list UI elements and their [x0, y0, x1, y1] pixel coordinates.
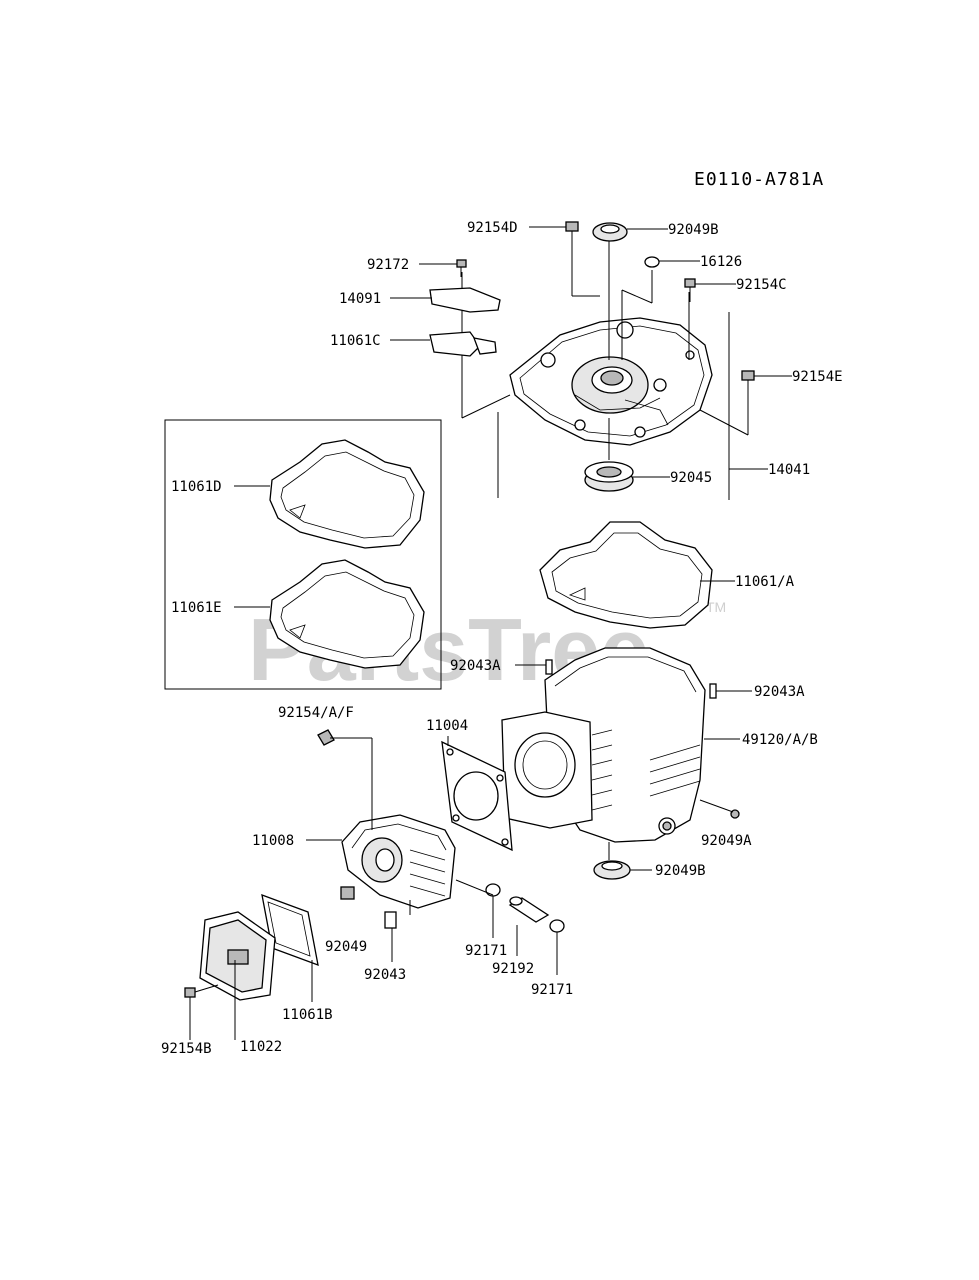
part-92049B-seal-bottom — [593, 860, 631, 880]
label-92043A-left: 92043A — [450, 658, 501, 674]
part-92043-dowel — [384, 911, 397, 929]
part-11061A-gasket — [539, 521, 713, 629]
part-92154B-bolt — [184, 987, 196, 998]
label-11022: 11022 — [240, 1039, 282, 1055]
part-92043A-dowel-right — [709, 683, 717, 699]
part-11008-cylinder-head — [341, 814, 456, 909]
part-92192-tube — [508, 896, 550, 923]
part-92154C-bolt — [684, 278, 696, 302]
part-92045-bearing — [584, 461, 634, 492]
label-16126: 16126 — [700, 254, 742, 270]
label-92043A-right: 92043A — [754, 684, 805, 700]
label-11061D: 11061D — [171, 479, 222, 495]
crankcase-cover — [509, 317, 713, 446]
part-11061C-gasket — [429, 331, 497, 357]
label-92043: 92043 — [364, 967, 406, 983]
part-92154E-bolt — [741, 370, 755, 408]
watermark-trademark: TM — [706, 599, 726, 615]
part-11004-head-gasket — [441, 740, 513, 852]
label-11061E: 11061E — [171, 600, 222, 616]
label-49120: 49120/A/B — [742, 732, 818, 748]
part-92171-clamp-right — [549, 919, 565, 933]
part-92154AF-bolt — [317, 729, 348, 746]
label-92154AF: 92154/A/F — [278, 705, 354, 721]
label-92171-right: 92171 — [531, 982, 573, 998]
label-92049A: 92049A — [701, 833, 752, 849]
label-14041: 14041 — [768, 462, 810, 478]
label-92171-left: 92171 — [465, 943, 507, 959]
part-92172-screw — [456, 259, 467, 277]
part-11061B-gasket — [261, 893, 319, 967]
part-92049-plug — [340, 886, 355, 900]
label-14091: 14091 — [339, 291, 381, 307]
label-92045: 92045 — [670, 470, 712, 486]
part-92171-clamp-left — [485, 883, 501, 897]
label-92154B: 92154B — [161, 1041, 212, 1057]
label-92049B-top: 92049B — [668, 222, 719, 238]
label-11008: 11008 — [252, 833, 294, 849]
label-11004: 11004 — [426, 718, 468, 734]
part-14091-plate — [429, 287, 501, 313]
part-16126-clip — [644, 256, 660, 268]
label-92049B-bottom: 92049B — [655, 863, 706, 879]
part-92154D-bolt — [565, 221, 579, 246]
label-11061C: 11061C — [330, 333, 381, 349]
part-49120-crankcase — [501, 647, 706, 843]
label-92192: 92192 — [492, 961, 534, 977]
label-92154E: 92154E — [792, 369, 843, 385]
part-92049B-seal-top — [592, 222, 628, 242]
part-92043A-dowel-left — [545, 659, 553, 675]
part-11061E-gasket — [269, 559, 425, 669]
part-11061D-gasket — [269, 439, 425, 549]
label-92154D: 92154D — [467, 220, 518, 236]
label-11061A: 11061/A — [735, 574, 795, 590]
part-11022-head-cover — [199, 911, 276, 1001]
label-92154C: 92154C — [736, 277, 787, 293]
label-92049: 92049 — [325, 939, 367, 955]
diagram-code: E0110-A781A — [694, 169, 824, 190]
label-11061B: 11061B — [282, 1007, 333, 1023]
gasket-variant-box — [164, 419, 442, 690]
label-92172: 92172 — [367, 257, 409, 273]
